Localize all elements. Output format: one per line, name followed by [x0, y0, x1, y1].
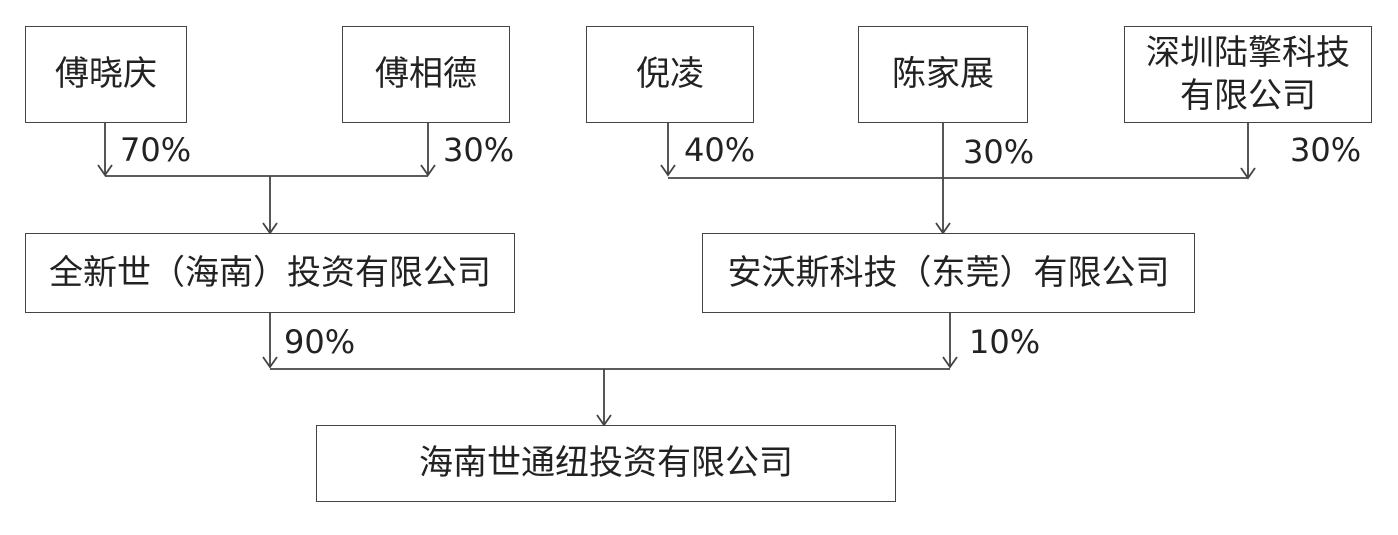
node-fu-xiangde: 傅相德 [342, 26, 510, 123]
pct-fu-xiaoqing: 70% [120, 131, 192, 169]
node-anwosi: 安沃斯科技（东莞）有限公司 [702, 233, 1195, 313]
arrowhead-quanxinshi-down [262, 356, 278, 369]
node-target: 海南世通纽投资有限公司 [316, 425, 896, 502]
pct-chen-jiazhan: 30% [963, 133, 1035, 171]
pct-fu-xiangde: 30% [443, 131, 515, 169]
pct-ni-ling: 40% [684, 131, 756, 169]
arrowhead-anwosi-down [942, 356, 958, 369]
arrowhead-ni-ling [660, 164, 676, 177]
node-ni-ling-label: 倪凌 [636, 54, 704, 95]
node-chen-jiazhan: 陈家展 [858, 26, 1028, 123]
node-shenzhen-luqing-line2: 有限公司 [1180, 75, 1316, 116]
pct-quanxinshi: 90% [284, 323, 356, 361]
node-ni-ling: 倪凌 [586, 26, 754, 123]
node-quanxinshi: 全新世（海南）投资有限公司 [25, 233, 515, 313]
node-fu-xiangde-label: 傅相德 [375, 54, 477, 95]
node-shenzhen-luqing: 深圳陆擎科技 有限公司 [1124, 26, 1372, 123]
arrowhead-fu-xiaoqing [97, 164, 113, 177]
pct-anwosi: 10% [969, 323, 1041, 361]
node-fu-xiaoqing-label: 傅晓庆 [55, 54, 157, 95]
pct-shenzhen-luqing: 30% [1290, 131, 1362, 169]
node-quanxinshi-label: 全新世（海南）投资有限公司 [49, 252, 491, 293]
node-fu-xiaoqing: 傅晓庆 [25, 26, 187, 123]
node-target-label: 海南世通纽投资有限公司 [419, 443, 793, 484]
node-anwosi-label: 安沃斯科技（东莞）有限公司 [727, 252, 1170, 293]
node-shenzhen-luqing-line1: 深圳陆擎科技 [1146, 33, 1350, 73]
arrowhead-fu-xiangde [420, 164, 436, 177]
node-chen-jiazhan-label: 陈家展 [892, 54, 994, 95]
